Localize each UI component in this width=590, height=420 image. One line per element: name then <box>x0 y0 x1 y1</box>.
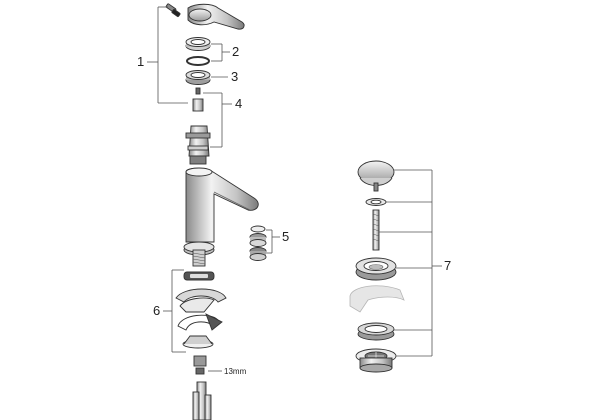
cover-ring <box>185 37 211 51</box>
callout-2: 2 <box>232 44 239 59</box>
fixing-set <box>175 271 227 375</box>
leader-lines-right <box>379 169 442 357</box>
faucet-body <box>185 167 259 243</box>
callout-3: 3 <box>231 69 238 84</box>
drain-gasket <box>349 285 405 313</box>
drain-body <box>355 348 397 373</box>
base-gasket <box>183 241 215 267</box>
cartridge <box>185 87 211 165</box>
drain-washer <box>357 322 395 341</box>
callout-6: 6 <box>153 303 160 318</box>
drain-assembly: 7 <box>349 160 451 373</box>
drain-flange <box>355 257 397 281</box>
cap-seal <box>365 198 387 206</box>
cartridge-nut <box>185 70 211 85</box>
popup-cap <box>357 160 395 192</box>
lever-handle <box>187 3 245 30</box>
connection-hoses <box>192 381 212 420</box>
callout-4: 4 <box>235 96 242 111</box>
handle-screw <box>165 3 181 17</box>
o-ring <box>186 56 210 66</box>
drain-rod <box>372 209 380 251</box>
leader-lines-left <box>147 6 280 372</box>
dimension-13mm: 13mm <box>224 367 247 376</box>
faucet-assembly: 1 2 3 4 5 6 13mm <box>137 3 289 420</box>
callout-1: 1 <box>137 54 144 69</box>
callout-7: 7 <box>444 258 451 273</box>
aerator <box>249 225 267 261</box>
callout-5: 5 <box>282 229 289 244</box>
